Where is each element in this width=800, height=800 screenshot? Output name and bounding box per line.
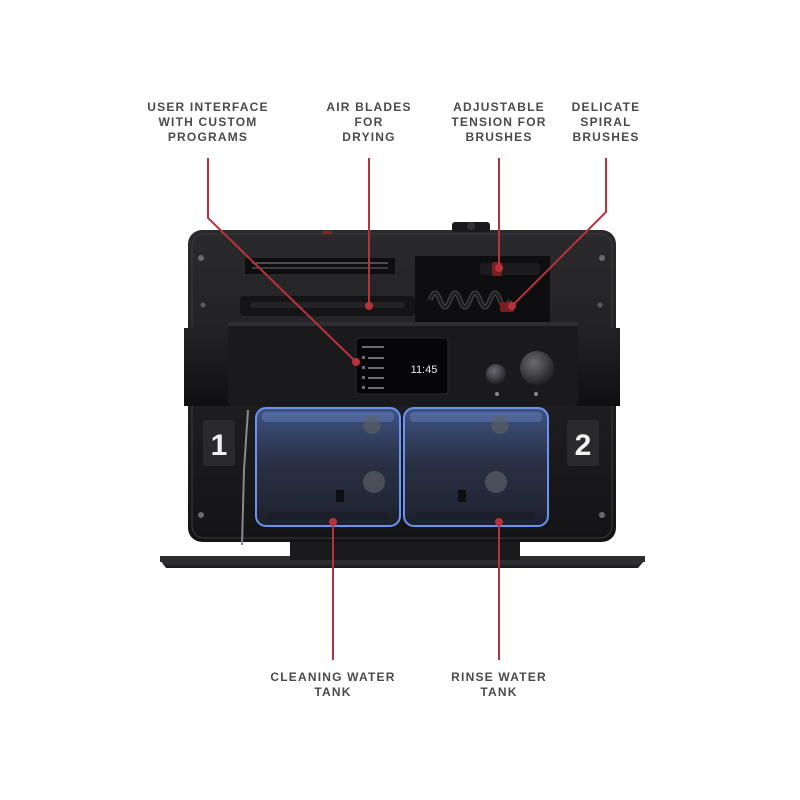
label-adjustable-tension: ADJUSTABLE TENSION FOR BRUSHES [451,100,547,144]
tank-number-left: 1 [203,420,235,466]
leader-line-spiral-brushes [511,158,607,307]
tank-number-right: 2 [567,420,599,466]
touchscreen: 11:45 [355,337,449,395]
control-buttons [486,351,554,396]
warning-label [245,258,395,274]
rinse-water-tank [403,407,549,527]
label-spiral-brushes: DELICATE SPIRAL BRUSHES [571,100,641,144]
label-air-blades: AIR BLADES FOR DRYING [326,100,412,144]
leader-lines [207,158,607,660]
side-cable [241,409,249,546]
label-user-interface: USER INTERFACE WITH CUSTOM PROGRAMS [147,100,269,144]
cleaning-water-tank [255,407,401,527]
small-button [486,364,506,384]
svg-text:1: 1 [211,429,228,462]
screen-clock: 11:45 [411,364,438,376]
label-cleaning-tank: CLEANING WATER TANK [270,670,396,699]
label-rinse-tank: RINSE WATER TANK [451,670,547,699]
leader-line-user-interface [207,158,357,363]
svg-text:2: 2 [575,429,592,462]
dial-knob [520,351,554,385]
